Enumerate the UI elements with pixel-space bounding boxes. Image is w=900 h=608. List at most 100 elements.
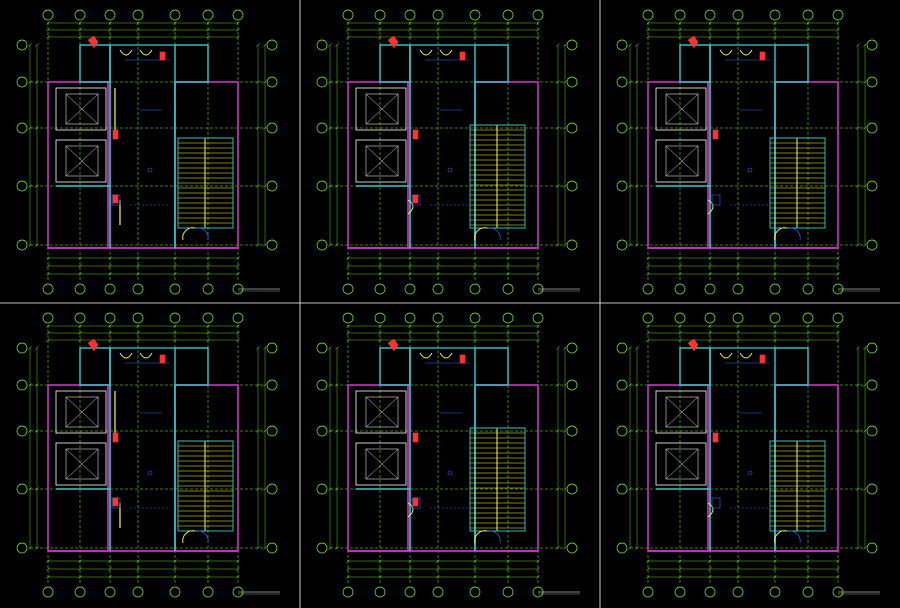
fire-hydrant-marker: [87, 338, 99, 352]
axis-bubble-bottom: [732, 586, 744, 598]
dimension-tick: [236, 567, 240, 571]
dimension-tick: [46, 567, 50, 571]
floor-plan-p4: [16, 312, 280, 598]
dimension-tick: [536, 272, 540, 276]
dimension-tick: [736, 272, 740, 276]
dimension-tick: [28, 126, 32, 130]
annotation-marker: [147, 167, 153, 173]
dimension-tick: [536, 256, 540, 260]
vestibule-wall: [774, 347, 809, 386]
dimension-tick: [773, 338, 777, 342]
dimension-tick: [108, 331, 112, 335]
dimension-tick: [506, 338, 510, 342]
dimension-tick: [28, 383, 32, 387]
dimension-tick: [378, 264, 382, 268]
dimension-tick: [256, 243, 260, 247]
dimension-tick: [206, 28, 210, 32]
elevator-car: [665, 93, 699, 125]
floor-plan-p2: [316, 9, 580, 295]
dimension-tick: [256, 184, 260, 188]
vestibule-wall: [474, 44, 509, 83]
axis-bubble-top: [802, 9, 814, 21]
elevator-shaft: [355, 442, 407, 486]
axis-bubble-right: [266, 379, 278, 391]
dimension-tick: [108, 272, 112, 276]
dimension-tick: [436, 559, 440, 563]
axis-bubble-top: [502, 312, 514, 324]
dimension-tick: [635, 126, 639, 130]
dimension-tick: [236, 272, 240, 276]
dimension-tick: [563, 243, 567, 247]
equipment-box: [711, 497, 721, 509]
dimension-tick: [28, 429, 32, 433]
fire-extinguisher-marker: [159, 354, 166, 364]
dimension-tick: [708, 567, 712, 571]
dimension-tick: [506, 272, 510, 276]
dimension-tick: [136, 264, 140, 268]
dimension-tick: [678, 264, 682, 268]
axis-bubble-bottom: [42, 586, 54, 598]
fire-hydrant-marker: [387, 35, 399, 49]
dimension-tick: [536, 264, 540, 268]
dimension-tick: [436, 272, 440, 276]
dimension-tick: [236, 338, 240, 342]
dimension-tick: [78, 575, 82, 579]
axis-bubble-top: [374, 312, 386, 324]
axis-bubble-top: [532, 9, 544, 21]
dimension-tick: [556, 487, 560, 491]
dimension-tick: [35, 243, 39, 247]
dimension-tick: [28, 243, 32, 247]
dimension-tick: [328, 346, 332, 350]
dimension-tick: [863, 80, 867, 84]
dimension-tick: [136, 28, 140, 32]
dimension-tick: [708, 28, 712, 32]
dimension-tick: [556, 184, 560, 188]
dimension-tick: [773, 35, 777, 39]
axis-bubble-bottom: [374, 586, 386, 598]
dimension-tick: [256, 487, 260, 491]
dimension-tick: [328, 546, 332, 550]
axis-bubble-top: [832, 9, 844, 21]
axis-bubble-top: [169, 9, 181, 21]
fire-extinguisher-marker: [412, 194, 419, 204]
dimension-tick: [773, 21, 777, 25]
dimension-tick: [263, 184, 267, 188]
annotation-marker: [147, 470, 153, 476]
dimension-tick: [646, 256, 650, 260]
dimension-tick: [563, 43, 567, 47]
axis-bubble-left: [16, 239, 28, 251]
dimension-tick: [436, 264, 440, 268]
elevator-car-cross: [65, 396, 99, 428]
dimension-tick: [46, 264, 50, 268]
dimension-tick: [836, 338, 840, 342]
dimension-tick: [378, 559, 382, 563]
dimension-tick: [173, 264, 177, 268]
dimension-tick: [335, 184, 339, 188]
dimension-tick: [506, 256, 510, 260]
elevator-shaft: [655, 87, 707, 131]
double-door-swing: [419, 352, 453, 359]
dimension-tick: [35, 546, 39, 550]
axis-bubble-top: [704, 9, 716, 21]
dimension-tick: [678, 28, 682, 32]
dimension-tick: [408, 21, 412, 25]
dimension-tick: [35, 383, 39, 387]
axis-bubble-bottom: [642, 586, 654, 598]
elevator-shaft: [55, 390, 107, 434]
axis-bubble-top: [469, 312, 481, 324]
dimension-tick: [506, 331, 510, 335]
dimension-tick: [408, 28, 412, 32]
dimension-tick: [173, 35, 177, 39]
dimension-tick: [173, 324, 177, 328]
fire-extinguisher-marker: [412, 129, 419, 140]
dimension-tick: [136, 575, 140, 579]
dimension-tick: [78, 28, 82, 32]
axis-bubble-top: [769, 312, 781, 324]
dimension-tick: [736, 264, 740, 268]
dimension-tick: [473, 567, 477, 571]
dimension-tick: [806, 324, 810, 328]
axis-bubble-top: [132, 9, 144, 21]
dimension-tick: [773, 256, 777, 260]
axis-bubble-left: [16, 39, 28, 51]
dimension-tick: [736, 575, 740, 579]
